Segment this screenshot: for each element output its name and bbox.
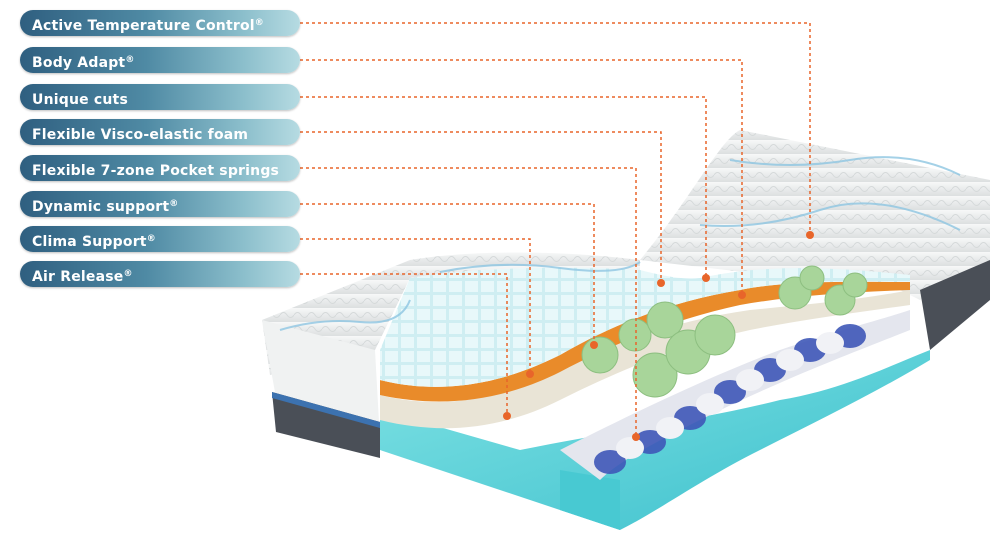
label-text: Active Temperature Control	[32, 18, 255, 34]
cover-top-left	[262, 252, 640, 375]
registered-mark: ®	[254, 18, 264, 28]
base-left	[272, 392, 380, 458]
base-right	[920, 260, 990, 350]
pocket-springs	[560, 310, 910, 480]
label-text: Dynamic support	[32, 199, 170, 215]
label-active-temperature-control[interactable]: Active Temperature Control®	[20, 10, 300, 36]
registered-mark: ®	[125, 55, 135, 65]
label-text: Flexible 7-zone Pocket springs	[32, 163, 280, 179]
leader-lines	[300, 22, 811, 437]
dynamic-support-spheres	[581, 265, 868, 398]
label-clima-support[interactable]: Clima Support®	[20, 226, 300, 252]
unique-cuts-foam	[380, 267, 910, 387]
label-unique-cuts[interactable]: Unique cuts	[20, 84, 300, 110]
label-flexible-7-zone-pocket-springs[interactable]: Flexible 7-zone Pocket springs	[20, 155, 300, 181]
label-text: Body Adapt	[32, 55, 126, 71]
label-text: Air Release	[32, 269, 124, 285]
registered-mark: ®	[146, 234, 156, 244]
registered-mark: ®	[169, 199, 179, 209]
label-flexible-visco-elastic-foam[interactable]: Flexible Visco-elastic foam	[20, 119, 300, 145]
label-text: Clima Support	[32, 234, 147, 250]
label-air-release[interactable]: Air Release®	[20, 261, 300, 287]
label-dynamic-support[interactable]: Dynamic support®	[20, 191, 300, 217]
registered-mark: ®	[123, 269, 133, 279]
cover-top-right	[640, 130, 990, 300]
label-text: Flexible Visco-elastic foam	[32, 127, 249, 143]
label-text: Unique cuts	[32, 92, 128, 108]
feature-callout-dot	[503, 231, 814, 441]
label-body-adapt[interactable]: Body Adapt®	[20, 47, 300, 73]
